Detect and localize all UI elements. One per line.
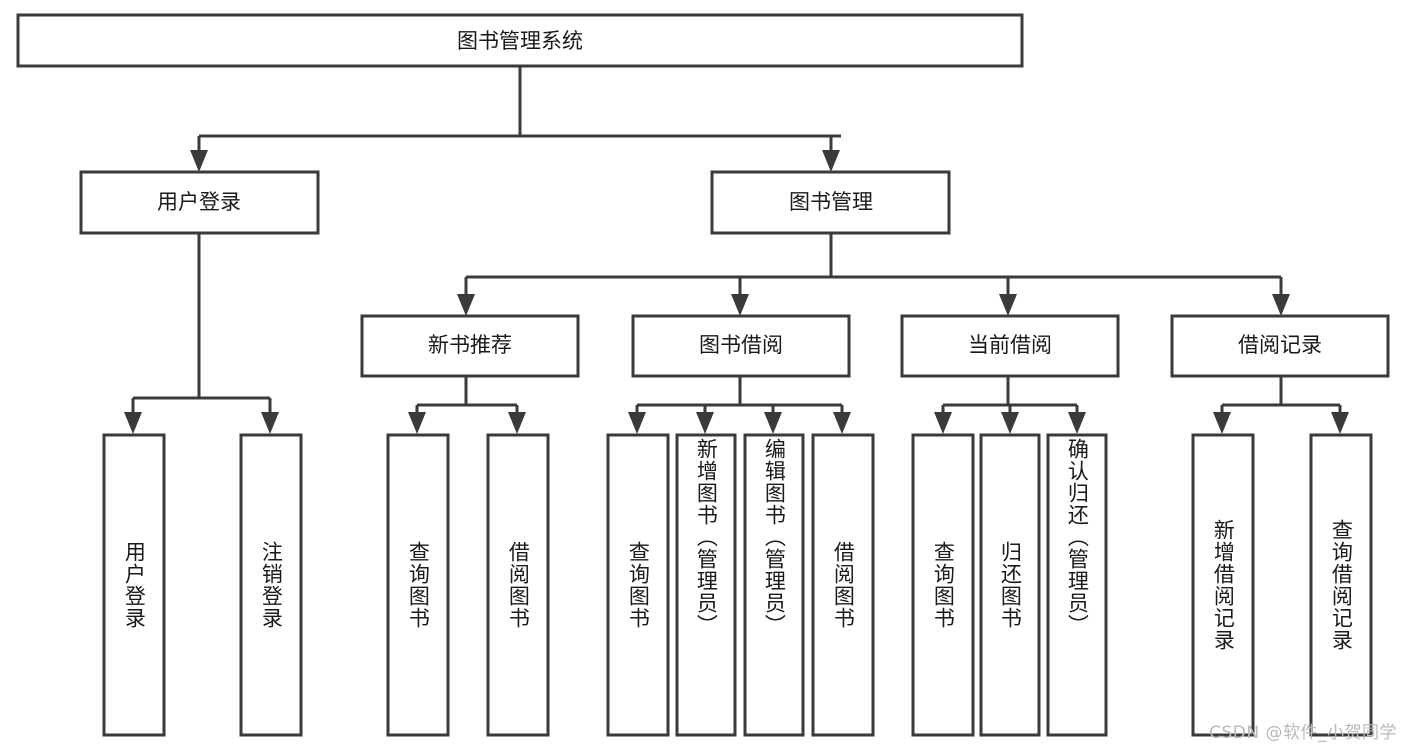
node-current-borrow[interactable]: 当前借阅	[900, 314, 1120, 378]
arrow-head-leaf-query-book-3	[934, 412, 952, 434]
node-root-system[interactable]: 图书管理系统	[16, 13, 1024, 68]
connector-group	[124, 66, 1349, 434]
leaf-box-edit-book[interactable]	[743, 433, 805, 737]
node-label-new-book-recommend: 新书推荐	[428, 333, 512, 357]
node-user-login[interactable]: 用户登录	[79, 170, 320, 235]
node-borrow-record[interactable]: 借阅记录	[1170, 314, 1390, 378]
arrow-head-new-book-rec	[457, 294, 475, 316]
node-label-book-management: 图书管理	[789, 190, 873, 214]
leaf-box-logout[interactable]	[239, 433, 303, 737]
arrow-head-leaf-confirm-return	[1068, 412, 1086, 434]
leaf-box-user-login[interactable]	[102, 433, 166, 737]
node-label-book-borrow: 图书借阅	[699, 333, 783, 357]
arrow-head-leaf-user-login	[124, 412, 142, 434]
arrow-head-leaf-borrow-book-1	[508, 412, 526, 434]
leaf-box-return-book[interactable]	[979, 433, 1041, 737]
node-label-current-borrow: 当前借阅	[968, 333, 1052, 357]
leaf-box-borrow-book-2[interactable]	[811, 433, 875, 737]
arrow-head-current-borrow	[999, 294, 1017, 316]
arrow-head-leaf-return-book	[1001, 412, 1019, 434]
node-book-management[interactable]: 图书管理	[710, 170, 951, 235]
arrow-head-user-login	[190, 150, 208, 172]
arrow-head-leaf-add-record	[1213, 412, 1231, 434]
arrow-head-leaf-add-book	[696, 412, 714, 434]
node-new-book-recommend[interactable]: 新书推荐	[360, 314, 580, 378]
watermark: CSDN @软件_小贺同学	[1209, 723, 1397, 743]
leaf-box-confirm-return[interactable]	[1046, 433, 1108, 737]
leaf-box-query-book-2[interactable]	[606, 433, 670, 737]
node-label-user-login: 用户登录	[157, 190, 241, 214]
arrow-head-leaf-query-book-2	[628, 412, 646, 434]
leaf-box-add-record[interactable]	[1191, 433, 1255, 737]
node-book-borrow[interactable]: 图书借阅	[631, 314, 851, 378]
arrow-head-borrow-record	[1272, 294, 1290, 316]
leaf-box-borrow-book-1[interactable]	[486, 433, 550, 737]
arrow-head-leaf-borrow-book-2	[833, 412, 851, 434]
arrow-head-book-mgmt	[822, 150, 840, 172]
leaf-box-query-book-3[interactable]	[911, 433, 975, 737]
arrow-head-leaf-edit-book	[764, 412, 782, 434]
leaf-box-add-book[interactable]	[675, 433, 737, 737]
arrow-head-leaf-logout	[261, 412, 279, 434]
leaf-box-group	[102, 433, 1373, 737]
node-label-root: 图书管理系统	[457, 29, 583, 53]
arrow-head-leaf-query-book-1	[408, 412, 426, 434]
arrow-head-book-borrow	[731, 294, 749, 316]
node-label-borrow-record: 借阅记录	[1238, 333, 1322, 357]
arrow-head-leaf-query-record	[1331, 412, 1349, 434]
leaf-box-query-record[interactable]	[1309, 433, 1373, 737]
leaf-box-query-book-1[interactable]	[386, 433, 450, 737]
